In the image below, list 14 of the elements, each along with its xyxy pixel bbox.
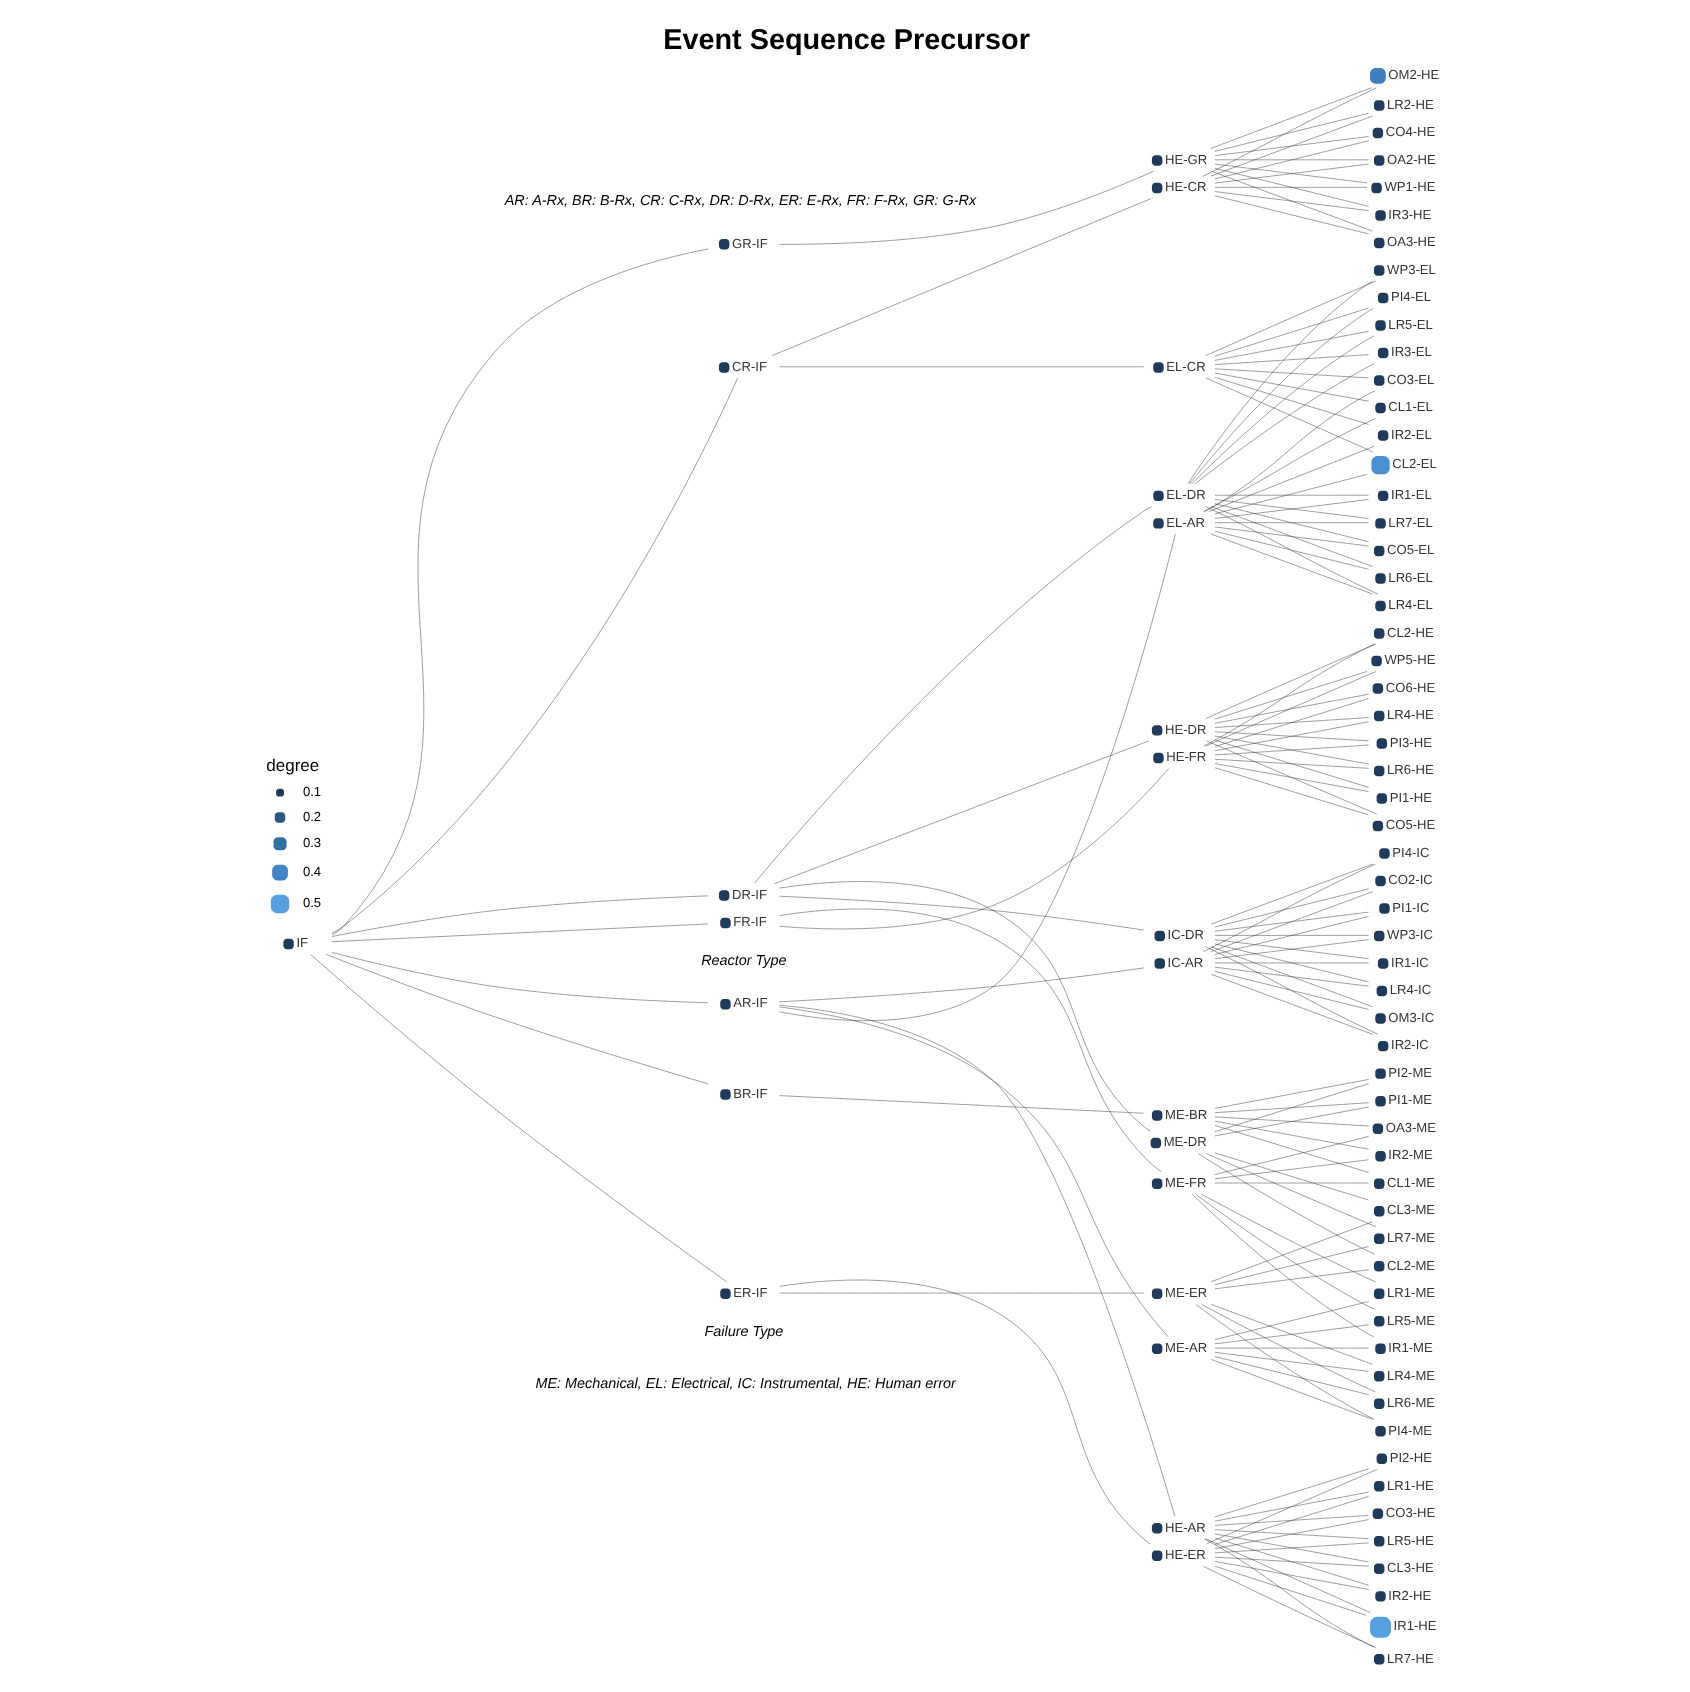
connector [1207, 445, 1374, 512]
label: degree [265, 754, 319, 775]
connector [1205, 1153, 1376, 1228]
label: Failure Type [703, 1322, 783, 1341]
connector [1213, 939, 1368, 960]
connector [1202, 418, 1375, 512]
label: ME: Mechanical, EL: Electrical, IC: Instrumental, HE: Human error [534, 1374, 955, 1393]
connector [1196, 1153, 1375, 1255]
label: Reactor Type [700, 951, 786, 970]
diagram-title: Event Sequence Precursor [662, 25, 1029, 58]
connector [1203, 390, 1374, 512]
connector [1213, 499, 1368, 519]
connector [330, 377, 737, 934]
label: AR: A-Rx, BR: B-Rx, CR: C-Rx, DR: D-Rx, ER: E-Rx, FR: F-Rx, GR: G-Rx [503, 191, 976, 210]
